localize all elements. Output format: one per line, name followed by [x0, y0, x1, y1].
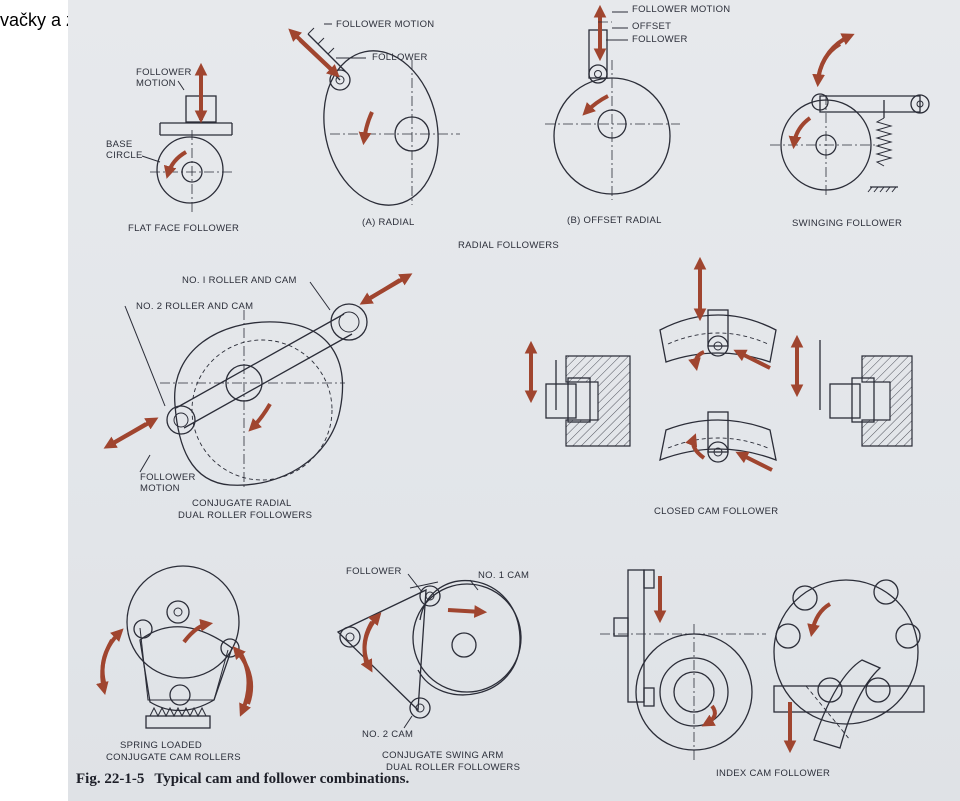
label-base-circle-2: CIRCLE	[106, 150, 143, 161]
label-offset-b: OFFSET	[632, 21, 671, 32]
label-closed-cam-follower: CLOSED CAM FOLLOWER	[654, 506, 778, 517]
label-follower-motion-a: FOLLOWER MOTION	[336, 19, 434, 30]
spring-loaded-diagram	[96, 565, 253, 729]
closed-cam-follower-diagram	[524, 256, 913, 472]
radial-follower-diagram	[288, 23, 460, 206]
label-radial-a: (A) RADIAL	[362, 217, 415, 228]
label-follower-a: FOLLOWER	[372, 52, 428, 63]
label-conjugate-radial: CONJUGATE RADIAL	[192, 498, 292, 509]
label-follower-motion: FOLLOWER	[136, 67, 192, 78]
label-flat-face-follower: FLAT FACE FOLLOWER	[128, 223, 239, 234]
label-no1-roller-and-cam: NO. I ROLLER AND CAM	[182, 275, 297, 286]
label-no2-cam: NO. 2 CAM	[362, 729, 413, 740]
label-follower-motion-b: FOLLOWER MOTION	[632, 4, 730, 15]
label-follower-motion-c2: MOTION	[140, 483, 180, 494]
offset-radial-diagram	[545, 4, 680, 200]
label-follower-b: FOLLOWER	[632, 34, 688, 45]
label-no2-roller-and-cam: NO. 2 ROLLER AND CAM	[136, 301, 253, 312]
figure-caption-text: Typical cam and follower combinations.	[154, 771, 409, 787]
label-conjugate-cam-rollers: CONJUGATE CAM ROLLERS	[106, 752, 241, 763]
figure-number: Fig. 22-1-5	[76, 771, 144, 787]
index-cam-diagram	[600, 569, 925, 760]
label-follower-motion-2: MOTION	[136, 78, 176, 89]
conjugate-radial-diagram	[103, 273, 413, 490]
label-spring-loaded: SPRING LOADED	[120, 740, 202, 751]
label-dual-roller-followers-2: DUAL ROLLER FOLLOWERS	[386, 762, 520, 773]
label-conjugate-swing-arm: CONJUGATE SWING ARM	[382, 750, 504, 761]
flat-face-follower-diagram	[141, 62, 234, 214]
label-radial-followers: RADIAL FOLLOWERS	[458, 240, 559, 251]
label-swinging-follower: SWINGING FOLLOWER	[792, 218, 902, 229]
label-dual-roller-followers: DUAL ROLLER FOLLOWERS	[178, 510, 312, 521]
conjugate-swing-arm-diagram	[336, 573, 522, 729]
label-follower-motion-c: FOLLOWER	[140, 472, 196, 483]
label-index-cam-follower: INDEX CAM FOLLOWER	[716, 768, 830, 779]
figure-caption: Fig. 22-1-5 Typical cam and follower comb…	[76, 771, 409, 787]
label-no1-cam: NO. 1 CAM	[478, 570, 529, 581]
swinging-follower-diagram	[770, 33, 930, 196]
label-base-circle: BASE	[106, 139, 133, 150]
label-follower-swing: FOLLOWER	[346, 566, 402, 577]
label-offset-radial-b: (B) OFFSET RADIAL	[567, 215, 662, 226]
